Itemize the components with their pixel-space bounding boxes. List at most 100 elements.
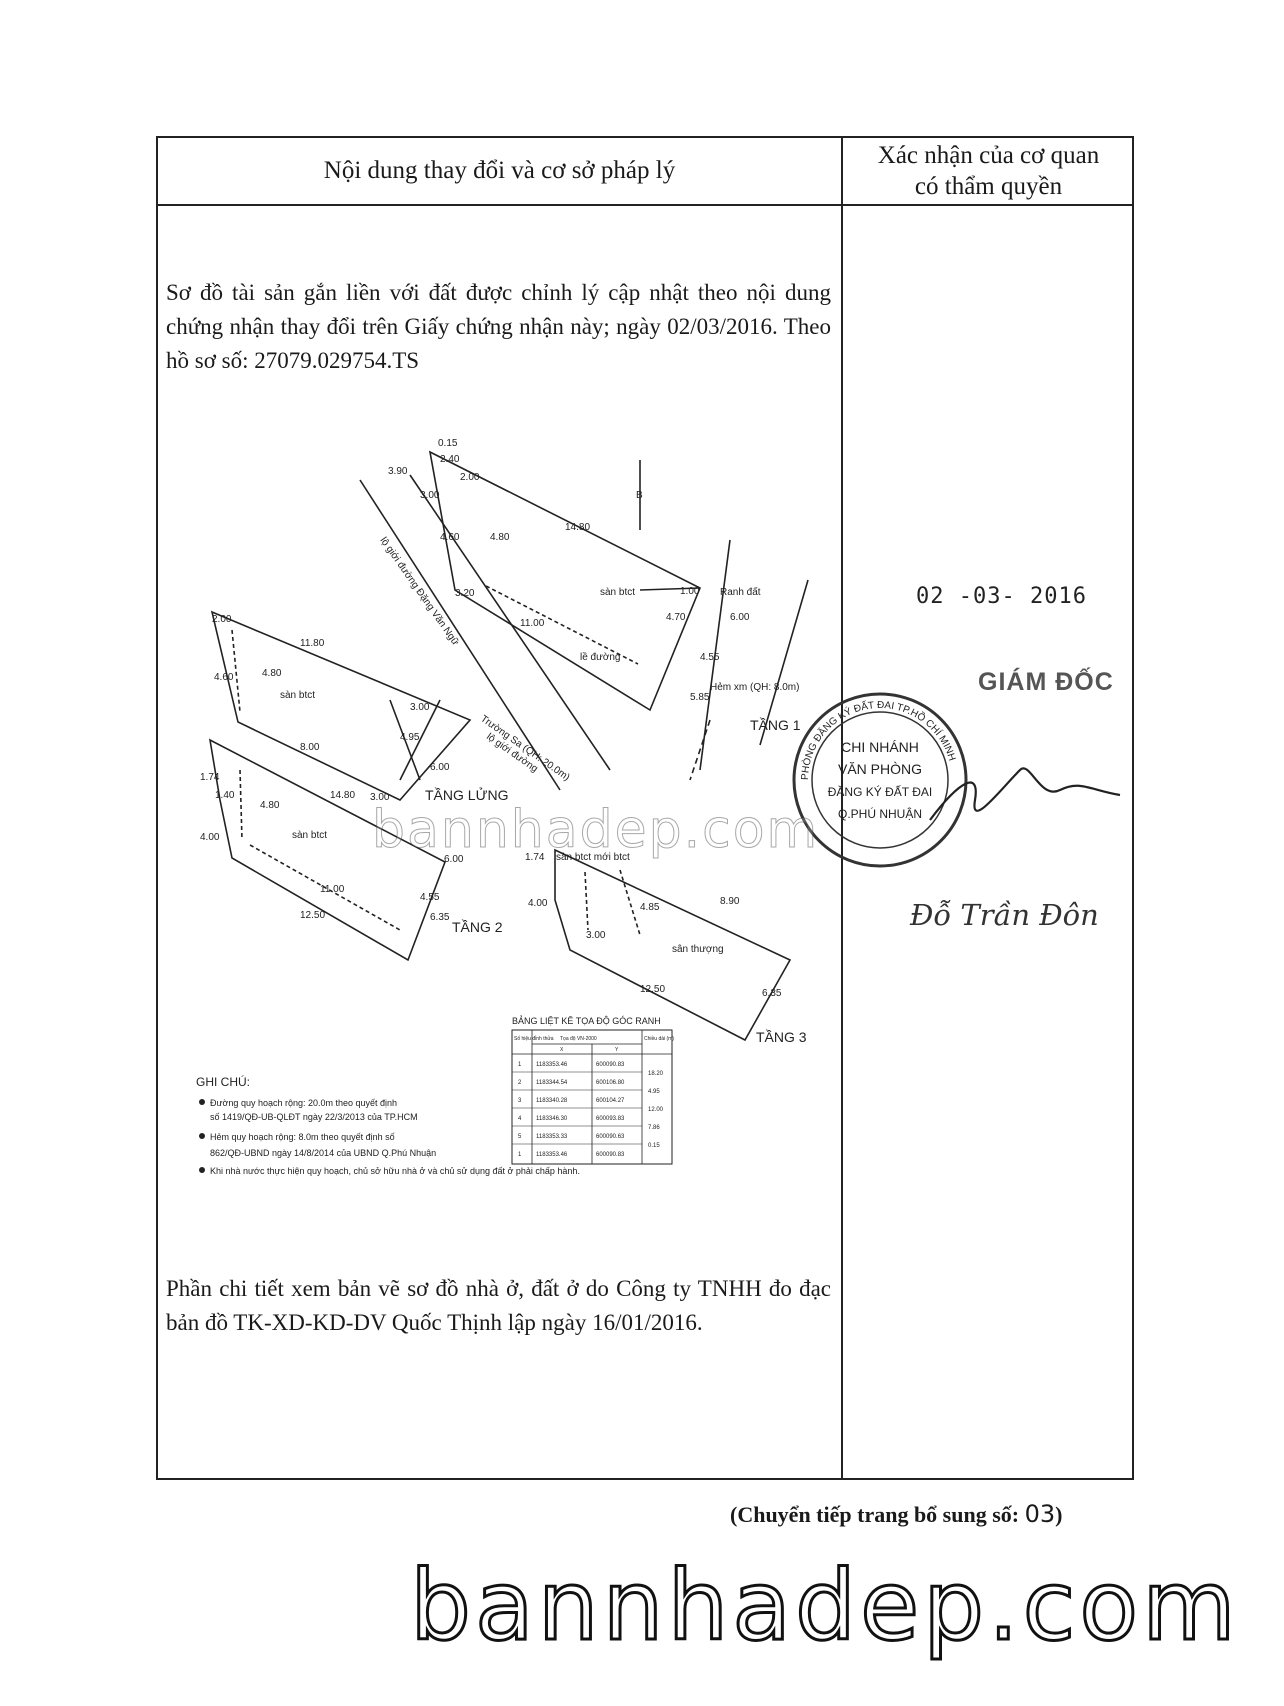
coord-length-1: 18.20	[648, 1071, 664, 1077]
notes-block: GHI CHÚ: Đường quy hoạch rộng: 20.0m the…	[196, 1074, 580, 1176]
coord-col-coord: Tọa độ VN-2000	[560, 1036, 597, 1042]
dim-1480: 14.80	[565, 522, 590, 533]
dim-f2-300: 3.00	[370, 792, 390, 803]
dim-f3-1250: 12.50	[640, 984, 665, 995]
roof-floor-label: sân thượng	[672, 944, 724, 955]
note-3: Khi nhà nước thực hiện quy hoạch, chủ sở…	[210, 1166, 580, 1176]
seal-line1: CHI NHÁNH	[841, 739, 919, 755]
continuation-label: (Chuyển tiếp trang bổ sung số:	[730, 1502, 1020, 1527]
dim-300: 3.00	[420, 490, 440, 501]
dim-f3-400: 4.00	[528, 898, 548, 909]
coord-row-3-y: 600104.27	[596, 1098, 625, 1104]
floor3-inner-2	[619, 869, 641, 936]
dim-f2-1480: 14.80	[330, 790, 355, 801]
coord-col-length: Chiều dài (m)	[644, 1036, 674, 1042]
signature-icon	[929, 767, 1121, 821]
note-2-line2: 862/QĐ-UBND ngày 14/8/2014 của UBND Q.Ph…	[210, 1148, 436, 1158]
watermark-center: bannhadep.com	[371, 800, 820, 861]
dim-480: 4.80	[490, 532, 510, 543]
floor2-outline	[208, 738, 446, 962]
mezzanine-void-1	[389, 699, 421, 781]
dim-f3-635: 6.35	[762, 988, 782, 999]
coord-row-6-n: 1	[518, 1152, 522, 1158]
note-bullet-icon	[199, 1167, 205, 1173]
dim-585: 5.85	[690, 692, 710, 703]
boundary-label: Ranh đất	[720, 586, 761, 598]
alley-edge-1	[699, 539, 731, 771]
note-bullet-icon	[199, 1133, 205, 1139]
coord-row-5-n: 5	[518, 1134, 522, 1140]
dim-174: 1.74	[200, 772, 220, 783]
seal-line3: ĐĂNG KÝ ĐẤT ĐAI	[828, 784, 932, 799]
mezzanine-label: TẦNG LỬNG	[425, 786, 509, 803]
dim-1180: 11.80	[300, 638, 325, 649]
dim-mezz-600: 6.00	[430, 762, 450, 773]
dim-455: 4.55	[700, 652, 720, 663]
director-title: GIÁM ĐỐC	[978, 668, 1114, 696]
dim-460: 4.60	[440, 532, 460, 543]
coord-length-5: 0.15	[648, 1143, 660, 1149]
coord-length-3: 12.00	[648, 1107, 664, 1113]
form-frame: Nội dung thay đổi và cơ sở pháp lý Xác n…	[156, 136, 1134, 1480]
coord-row-1-n: 1	[518, 1062, 522, 1068]
dim-f2-600: 6.00	[444, 854, 464, 865]
coord-table-title: BẢNG LIỆT KÊ TỌA ĐỘ GÓC RANH	[512, 1015, 661, 1026]
column-header-changes: Nội dung thay đổi và cơ sở pháp lý	[158, 138, 841, 204]
coord-row-2-x: 1183344.54	[536, 1080, 568, 1086]
dim-600: 6.00	[730, 612, 750, 623]
coord-length-2: 4.95	[648, 1089, 660, 1095]
dim-f2-635: 6.35	[430, 912, 450, 923]
floor1-label: TẦNG 1	[750, 717, 801, 733]
official-seal-icon: CHI NHÁNH VĂN PHÒNG ĐĂNG KÝ ĐẤT ĐAI Q.PH…	[792, 692, 968, 868]
alley-edge-3	[689, 719, 711, 781]
dim-f2-455: 4.55	[420, 892, 440, 903]
floor1-inner-line	[485, 585, 639, 665]
note-1-line1: Đường quy hoạch rộng: 20.0m theo quyết đ…	[210, 1098, 397, 1108]
coord-row-3-n: 3	[518, 1098, 522, 1104]
continuation-note: (Chuyển tiếp trang bổ sung số: 03)	[730, 1500, 1062, 1528]
coord-row-2-n: 2	[518, 1080, 522, 1086]
dim-495: 4.95	[400, 732, 420, 743]
coord-row-2-y: 600106.80	[596, 1080, 625, 1086]
floor3-inner-1	[584, 871, 589, 931]
floor3-outline	[554, 848, 792, 1042]
f2-btct: sàn btct	[292, 830, 327, 841]
coord-row-6-x: 1183353.46	[536, 1152, 568, 1158]
coord-col-x: X	[560, 1047, 564, 1053]
road-truong-sa-label: Trường Sa (QH: 20.0m)	[478, 713, 571, 783]
dim-f3-174: 1.74	[525, 852, 545, 863]
coord-table: BẢNG LIỆT KÊ TỌA ĐỘ GÓC RANH Số hiệu đỉn…	[511, 1015, 674, 1165]
header-divider	[158, 204, 1132, 206]
coord-row-4-y: 600093.83	[596, 1116, 625, 1122]
dim-mezz-200: 2.00	[212, 614, 232, 625]
column-divider	[841, 138, 843, 1478]
floor3-label: TẦNG 3	[756, 1029, 807, 1045]
dim-f2-400: 4.00	[200, 832, 220, 843]
coord-col-point: Số hiệu đỉnh thửa	[514, 1035, 554, 1042]
dim-320: 3.20	[455, 588, 475, 599]
dim-015: 0.15	[438, 438, 458, 449]
column-header-changes-text: Nội dung thay đổi và cơ sở pháp lý	[323, 157, 676, 184]
notes-title: GHI CHÚ:	[196, 1074, 250, 1089]
dim-890: 8.90	[720, 896, 740, 907]
coord-row-3-x: 1183340.28	[536, 1098, 568, 1104]
column-header-authority-line2: có thẩm quyền	[914, 173, 1063, 200]
intro-paragraph: Sơ đồ tài sản gắn liền với đất được chỉn…	[166, 280, 831, 373]
dim-390: 3.90	[388, 466, 408, 477]
seal-line4: Q.PHÚ NHUẬN	[838, 806, 922, 821]
boundary-leader-line	[639, 587, 701, 591]
dim-1100: 11.00	[520, 618, 545, 629]
dim-470: 4.70	[666, 612, 686, 623]
dim-mezz-300: 3.00	[410, 702, 430, 713]
coord-row-4-n: 4	[518, 1116, 522, 1122]
column-header-authority-line1: Xác nhận của cơ quan	[877, 142, 1100, 169]
detail-paragraph: Phần chi tiết xem bản vẽ sơ đồ nhà ở, đấ…	[166, 1276, 831, 1335]
certification-date: 02 -03- 2016	[916, 584, 1087, 609]
alley-edge-2	[759, 579, 809, 746]
mezz-btct: sàn btct	[280, 690, 315, 701]
dim-140: 1.40	[215, 790, 235, 801]
watermark-footer: bannhadep.com	[409, 1549, 1240, 1664]
dim-f2-1250: 12.50	[300, 910, 325, 921]
